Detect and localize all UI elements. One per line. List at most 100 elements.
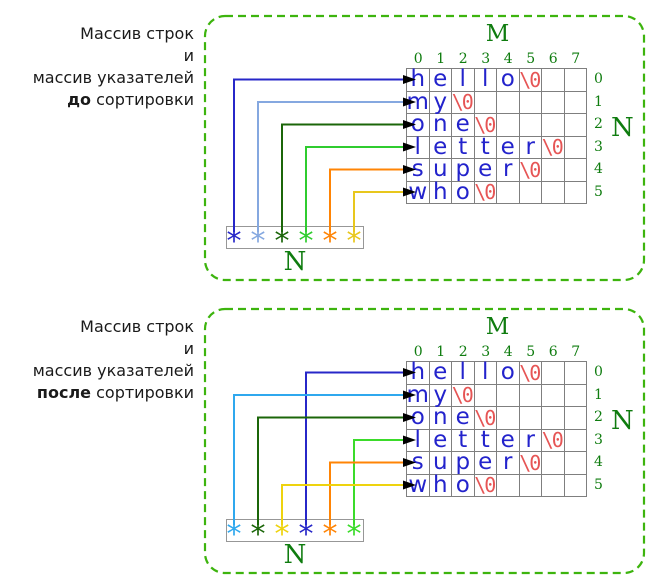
char: h [410,359,426,386]
grid-cell: w [407,471,430,498]
col-header: 4 [503,344,513,360]
grid-cell: e [474,451,497,475]
grid-cell [564,452,587,475]
grid-cell: h [429,473,452,497]
pointer-array-box [226,226,364,249]
grid-cell [542,384,565,407]
col-header: 0 [413,344,423,360]
grid-cell [564,69,587,92]
grid-cell [542,114,565,137]
char: w [408,178,428,205]
grid-cell [542,91,565,114]
grid-cell: \0 [519,69,542,92]
col-header: 7 [571,344,581,360]
grid-cell: r [497,449,520,476]
char: s [411,449,424,476]
grid-cell: \0 [519,360,542,385]
side-label-line: массив указателей [32,68,194,87]
side-label-bold-word: до [67,90,92,109]
col-header: 4 [503,51,513,67]
col-header: 0 [413,51,423,67]
grid-cell [564,407,587,430]
grid-cell [564,474,587,497]
grid-cell: o [497,68,520,92]
row-header: 0 [594,71,603,87]
grid-cell [564,362,587,385]
m-axis-label: M [485,314,510,340]
grid-cell: h [429,180,452,204]
grid-cell [542,474,565,497]
nul-terminator: \0 [519,450,541,475]
grid-cell: w [407,178,430,205]
char: r [525,133,535,160]
nul-terminator: \0 [474,473,496,498]
char: o [455,178,470,205]
col-header: 2 [458,51,468,67]
grid-cell: r [519,426,542,453]
grid-cell: \0 [474,180,497,205]
char: s [411,156,424,183]
grid-cell [564,91,587,114]
char: w [408,471,428,498]
side-label-line: и [183,339,194,358]
side-label-bold-word: после [36,383,92,402]
side-label-suffix: сортировки [91,383,194,402]
grid-cell [497,474,520,497]
side-label-before: Массив строк и массив указателей до сорт… [4,23,194,111]
grid-cell [542,362,565,385]
row-header: 4 [594,454,603,470]
char: o [410,111,425,138]
grid-cell: e [474,156,497,183]
row-header: 2 [594,409,603,425]
grid-cell [497,384,520,407]
char: r [503,156,513,183]
pointer-array-n-label: N [283,247,307,277]
grid-cell: o [497,361,520,385]
char: n [432,404,448,431]
grid-cell [542,159,565,182]
grid-cell [519,474,542,497]
side-label-line: и [183,46,194,65]
nul-terminator: \0 [541,428,564,453]
col-header: 3 [481,51,491,67]
char: o [455,471,470,498]
grid-cell [542,181,565,204]
col-header: 7 [571,51,581,67]
side-label-line: до сортировки [4,89,194,111]
side-label-after: Массив строк и массив указателей после с… [4,316,194,404]
grid-cell [564,159,587,182]
nul-terminator: \0 [519,360,541,385]
char: p [455,156,471,183]
grid-cell: \0 [519,450,542,475]
grid-cell [474,91,497,114]
grid-cell: o [452,471,475,498]
row-header: 5 [594,476,603,493]
char: e [478,156,493,183]
col-header: 6 [548,51,558,67]
row-header: 1 [594,386,603,403]
grid-cell: \0 [542,136,565,159]
grid-cell [542,69,565,92]
grid-cell: \0 [541,428,565,453]
char: r [503,449,513,476]
grid-cell [519,91,542,114]
col-header: 1 [436,344,446,360]
nul-terminator: \0 [474,180,496,205]
grid-cell [564,384,587,407]
grid-cell: l [452,361,475,385]
grid-cell [564,181,587,204]
grid-cell: o [452,178,475,205]
grid-cell [564,136,587,159]
char: r [525,426,535,453]
grid-cell [519,181,542,204]
char: u [432,449,448,476]
grid-cell [564,429,587,452]
col-header: 5 [526,344,536,360]
row-header: 2 [594,116,603,132]
grid-cell [542,452,565,475]
